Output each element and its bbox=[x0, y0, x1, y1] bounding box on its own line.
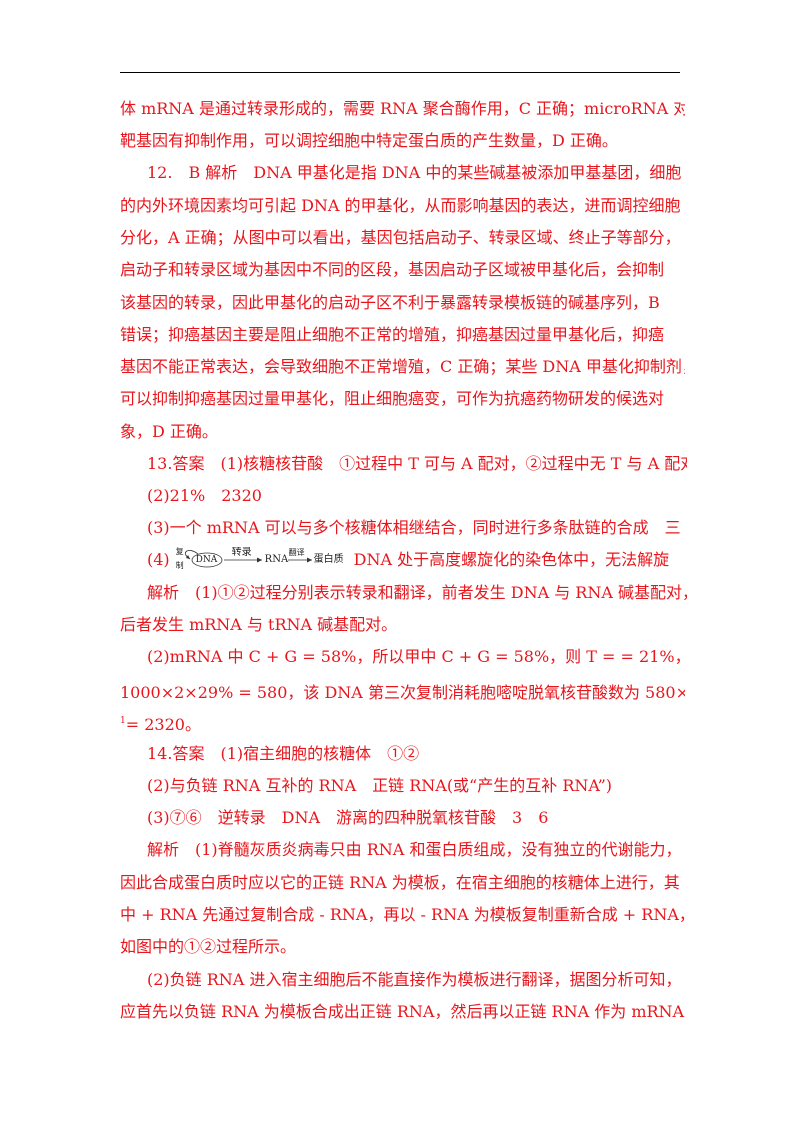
text-line: (3)⑦⑥ 逆转录 DNA 游离的四种脱氧核苷酸 3 6 bbox=[147, 808, 549, 827]
text-line: 1000×2×29% = 580，该 DNA 第三次复制消耗胞嘧啶脱氧核苷酸数为… bbox=[120, 679, 685, 703]
text-segment: 1000×2×29% = 580，该 DNA 第三次复制消耗胞嘧啶脱氧核苷酸数为… bbox=[120, 683, 685, 702]
text-line: (2)mRNA 中 C + G = 58%，所以甲中 C + G = 58%，则… bbox=[147, 647, 687, 666]
text-line: 象，D 正确。 bbox=[120, 422, 218, 441]
text-line: (2)21% 2320 bbox=[147, 486, 262, 505]
diagram-arrows bbox=[184, 550, 312, 568]
label-transcription: 转录 bbox=[231, 547, 252, 558]
label-rna: RNA bbox=[264, 554, 289, 565]
text-line: 错误；抑癌基因主要是阻止细胞不正常的增殖，抑癌基因过量甲基化后，抑癌 bbox=[120, 325, 665, 344]
superscript: 1 bbox=[120, 716, 126, 726]
label-protein: 蛋白质 bbox=[313, 554, 344, 565]
label-fu: 复 bbox=[175, 547, 184, 556]
label-zhi: 制 bbox=[175, 561, 184, 570]
text-line: 基因不能正常表达，会导致细胞不正常增殖，C 正确；某些 DNA 甲基化抑制剂， bbox=[120, 357, 685, 376]
text-line: 的内外环境因素均可引起 DNA 的甲基化，从而影响基因的表达，进而调控细胞 bbox=[120, 196, 681, 215]
text-line: 应首先以负链 RNA 为模板合成出正链 RNA，然后再以正链 RNA 作为 mR… bbox=[120, 1002, 685, 1021]
diagram-line: (4) 复 制 DNA 转录 RNA 翻译 蛋白质 DNA 处于高度螺旋化的染色… bbox=[147, 547, 687, 573]
text-line: 分化，A 正确；从图中可以看出，基因包括启动子、转录区域、终止子等部分， bbox=[120, 228, 681, 247]
text-line: 如图中的①②过程所示。 bbox=[120, 937, 297, 956]
text-line: 14.答案 (1)宿主细胞的核糖体 ①② bbox=[147, 744, 420, 763]
text-line: 13.答案 (1)核糖核苷酸 ①过程中 T 可与 A 配对，②过程中无 T 与 … bbox=[147, 454, 687, 473]
text-line: 后者发生 mRNA 与 tRNA 碱基配对。 bbox=[120, 615, 398, 634]
text-line: (2)与负链 RNA 互补的 RNA 正链 RNA(或“产生的互补 RNA”) bbox=[147, 776, 612, 795]
text-line: 解析 (1)①②过程分别表示转录和翻译，前者发生 DNA 与 RNA 碱基配对， bbox=[147, 583, 687, 602]
text-line: (3)一个 mRNA 可以与多个核糖体相继结合，同时进行多条肽链的合成 三 bbox=[147, 518, 681, 537]
text-line: 因此合成蛋白质时应以它的正链 RNA 为模板，在宿主细胞的核糖体上进行，其 bbox=[120, 873, 680, 892]
label-translation: 翻译 bbox=[288, 548, 305, 557]
text-line: 靶基因有抑制作用，可以调控细胞中特定蛋白质的产生数量，D 正确。 bbox=[120, 131, 618, 150]
text-line: 1= 2320。 bbox=[120, 711, 685, 735]
item-number: (4) bbox=[147, 550, 170, 569]
text-line: 可以抑制抑癌基因过量甲基化，阻止细胞癌变，可作为抗癌药物研发的候选对 bbox=[120, 389, 665, 408]
text-line: (2)负链 RNA 进入宿主细胞后不能直接作为模板进行翻译，据图分析可知， bbox=[147, 970, 682, 989]
header-rule bbox=[120, 72, 680, 73]
diagram-explanation: DNA 处于高度螺旋化的染色体中，无法解旋 bbox=[353, 550, 670, 569]
text-segment: = 2320。 bbox=[125, 715, 201, 734]
central-dogma-diagram: 复 制 DNA 转录 RNA 翻译 蛋白质 bbox=[176, 547, 346, 571]
text-line: 该基因的转录，因此甲基化的启动子区不利于暴露转录模板链的碱基序列，B bbox=[120, 293, 660, 312]
text-line: 12. B 解析 DNA 甲基化是指 DNA 中的某些碱基被添加甲基基团，细胞 bbox=[147, 163, 682, 182]
text-line: 启动子和转录区域为基因中不同的区段，基因启动子区域被甲基化后，会抑制 bbox=[120, 260, 665, 279]
text-line: 中 + RNA 先通过复制合成 - RNA，再以 - RNA 为模板复制重新合成… bbox=[120, 905, 685, 924]
text-line: 解析 (1)脊髓灰质炎病毒只由 RNA 和蛋白质组成，没有独立的代谢能力， bbox=[147, 840, 682, 859]
text-line: 体 mRNA 是通过转录形成的，需要 RNA 聚合酶作用，C 正确；microR… bbox=[120, 99, 685, 118]
label-dna: DNA bbox=[195, 555, 218, 565]
